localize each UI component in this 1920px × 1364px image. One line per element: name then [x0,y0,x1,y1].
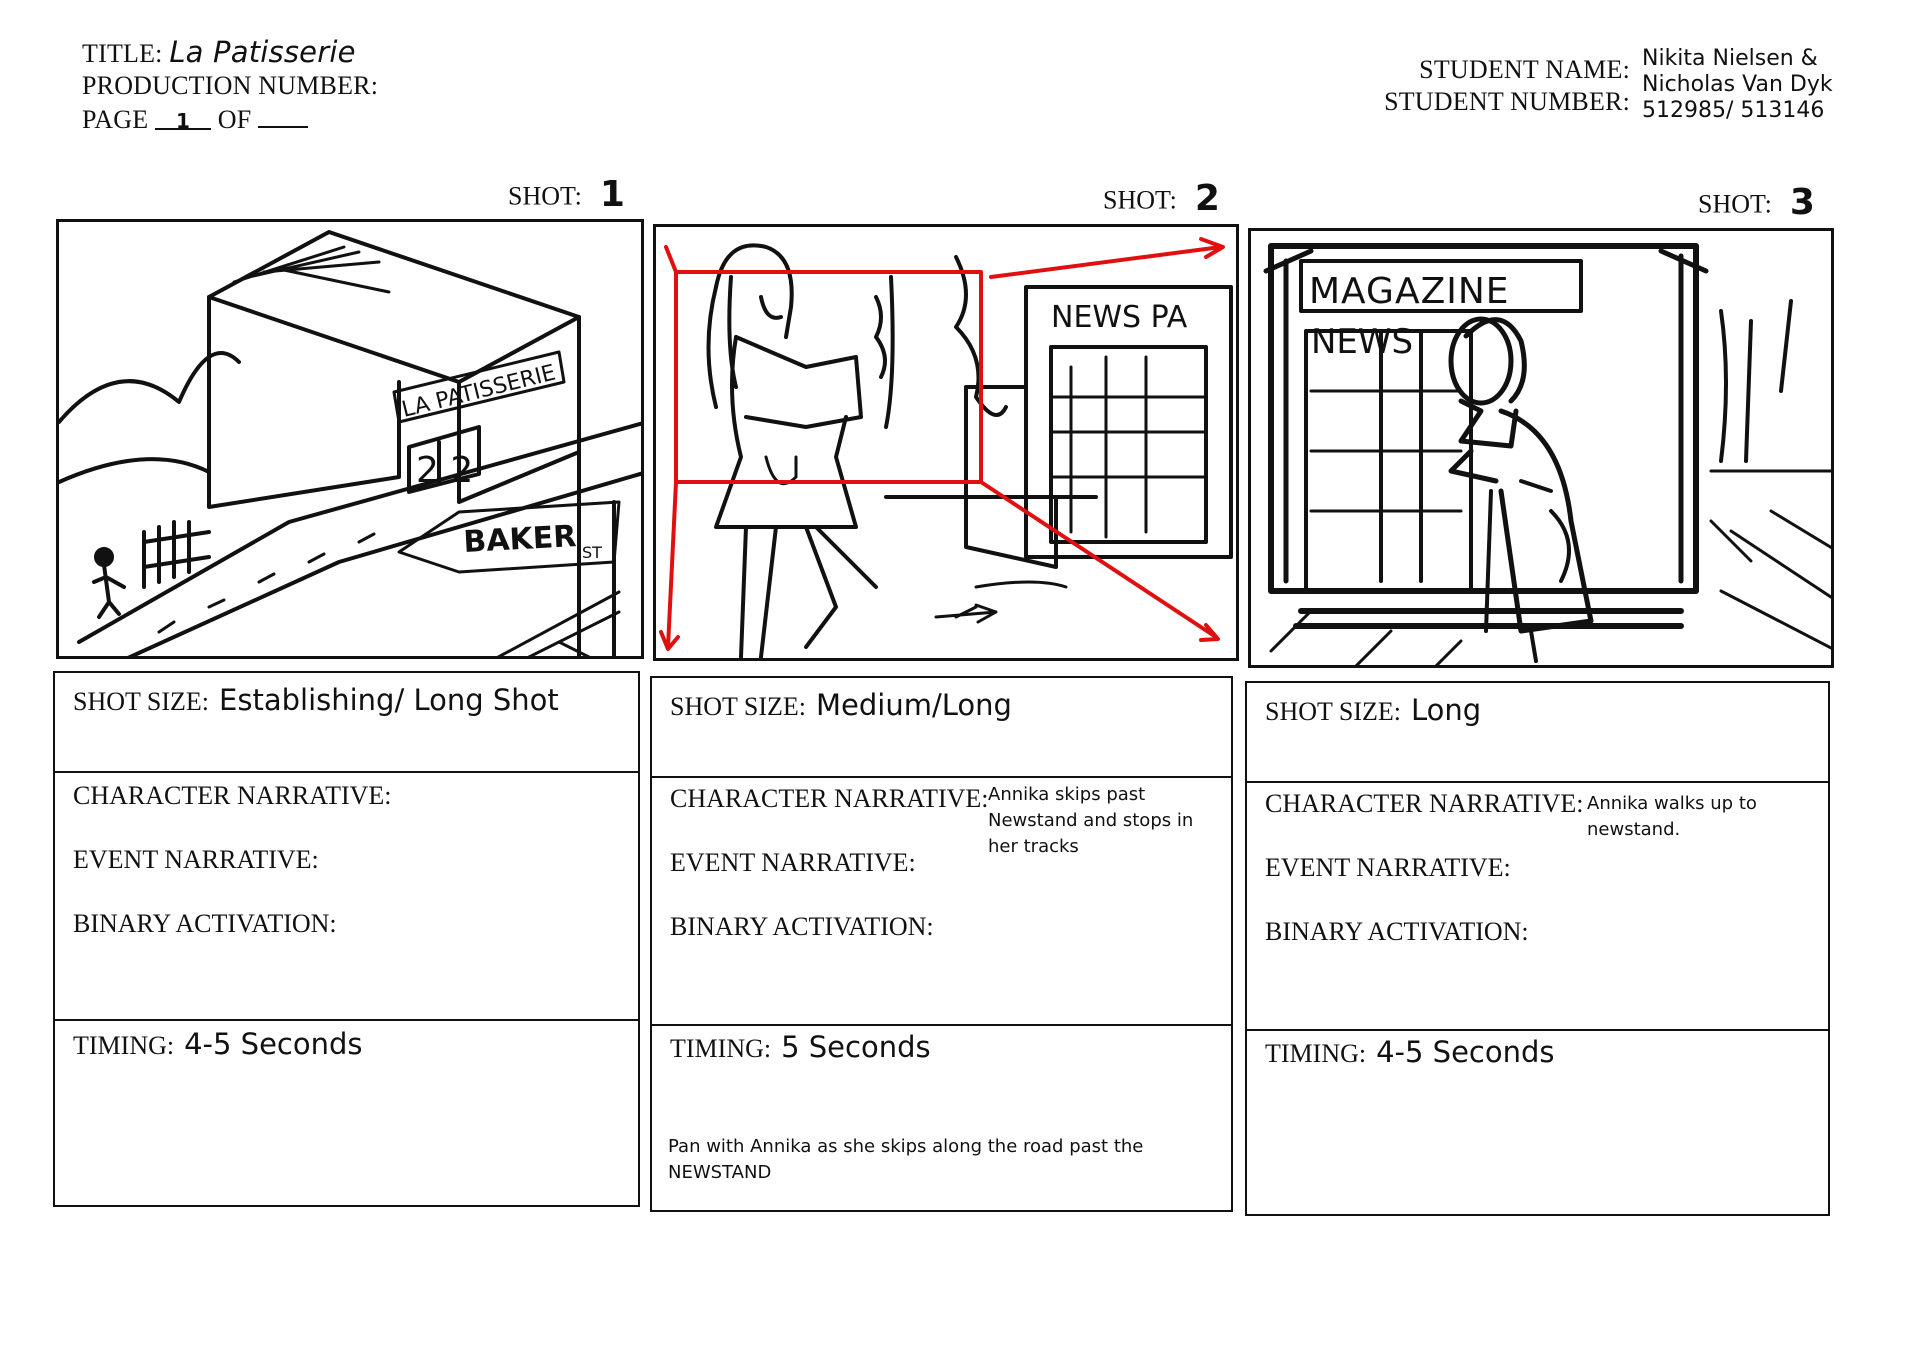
shot-size-label: SHOT SIZE: [1265,697,1402,726]
shot-2-sketch-frame: NEWS PA [653,224,1239,661]
shot-label-text: SHOT: [1698,189,1772,219]
shot-size-row: SHOT SIZE: Establishing/ Long Shot [55,673,638,771]
event-narrative-label: EVENT NARRATIVE: [73,845,319,874]
student-name-line2: Nicholas Van Dyk [1642,72,1833,97]
shot-3-info-box: SHOT SIZE: Long CHARACTER NARRATIVE: Anni… [1245,681,1830,1216]
sketch-news-sign: NEWS [1311,322,1413,362]
page-row: PAGE 1 OF [82,102,378,136]
timing-value: 5 Seconds [781,1030,931,1064]
character-narrative-value: Annika skips past Newstand and stops in … [988,784,1194,857]
of-label: OF [217,105,252,134]
binary-activation-label: BINARY ACTIVATION: [73,909,337,938]
page-number: 1 [176,109,191,133]
shot-size-label: SHOT SIZE: [73,687,210,716]
shot-3-number: 3 [1789,182,1815,223]
timing-label: TIMING: [73,1031,175,1060]
shot-2-label: SHOT: 2 [1103,178,1220,223]
shot-3-label: SHOT: 3 [1698,182,1815,227]
shot-notes: Pan with Annika as she skips along the r… [668,1136,1144,1183]
shot-size-value: Establishing/ Long Shot [219,683,559,717]
timing-label: TIMING: [1265,1039,1367,1068]
shot-2-sketch: NEWS PA [659,237,1233,658]
shot-1-info-box: SHOT SIZE: Establishing/ Long Shot CHARAC… [53,671,640,1207]
binary-activation-label: BINARY ACTIVATION: [670,912,934,941]
shot-size-value: Medium/Long [816,688,1012,722]
narrative-row: CHARACTER NARRATIVE: EVENT NARRATIVE: BI… [55,771,638,1019]
timing-value: 4-5 Seconds [184,1027,363,1061]
shot-label-text: SHOT: [508,181,582,211]
timing-row: TIMING: 5 Seconds Pan with Annika as she … [652,1024,1231,1210]
shot-1-sketch-frame: LA PATISSERIE 2 2 BAKER ST [56,219,644,659]
camera-move-annotation [659,237,1225,651]
shot-size-row: SHOT SIZE: Medium/Long [652,678,1231,776]
student-values: Nikita Nielsen & Nicholas Van Dyk 512985… [1642,46,1833,124]
timing-value: 4-5 Seconds [1376,1035,1555,1069]
title-label: TITLE: [82,39,163,68]
shot-1-sketch: LA PATISSERIE 2 2 BAKER ST [59,230,641,656]
shot-size-value: Long [1411,693,1482,727]
timing-row: TIMING: 4-5 Seconds [1247,1029,1828,1214]
header-left: TITLE: La Patisserie PRODUCTION NUMBER: … [82,36,378,136]
shot-2-info-box: SHOT SIZE: Medium/Long CHARACTER NARRATIV… [650,676,1233,1212]
sketch-newsstand-sign: NEWS PA [1051,300,1188,335]
timing-row: TIMING: 4-5 Seconds [55,1019,638,1205]
student-number-label: STUDENT NUMBER: [1384,87,1630,116]
binary-activation-label: BINARY ACTIVATION: [1265,917,1529,946]
narrative-row: CHARACTER NARRATIVE: Annika walks up to … [1247,781,1828,1029]
sketch-street-sign-st: ST [582,543,602,562]
shot-size-label: SHOT SIZE: [670,692,807,721]
student-numbers: 512985/ 513146 [1642,98,1825,123]
event-narrative-label: EVENT NARRATIVE: [1265,853,1511,882]
student-labels: STUDENT NAME: STUDENT NUMBER: [1350,54,1630,118]
character-narrative-label: CHARACTER NARRATIVE: [73,781,392,810]
page-number-field: 1 [155,104,212,133]
title-row: TITLE: La Patisserie [82,36,378,70]
student-name-line1: Nikita Nielsen & [1642,46,1818,71]
character-narrative-value: Annika walks up to newstand. [1587,793,1757,840]
shot-label-text: SHOT: [1103,185,1177,215]
production-number-label: PRODUCTION NUMBER: [82,71,379,100]
character-narrative-label: CHARACTER NARRATIVE: [670,784,989,813]
shot-1-label: SHOT: 1 [508,174,625,219]
sketch-number-text: 2 2 [416,450,473,491]
narrative-row: CHARACTER NARRATIVE: Annika skips past N… [652,776,1231,1024]
shot-2-number: 2 [1194,178,1220,219]
sketch-magazine-sign: MAGAZINE [1309,271,1510,312]
shot-size-row: SHOT SIZE: Long [1247,683,1828,781]
shot-3-sketch: MAGAZINE NEWS [1263,243,1831,665]
event-narrative-label: EVENT NARRATIVE: [670,848,916,877]
character-narrative-label: CHARACTER NARRATIVE: [1265,789,1584,818]
title-value: La Patisserie [169,35,356,69]
student-name-label: STUDENT NAME: [1419,55,1630,84]
sketch-street-sign: BAKER [463,519,578,560]
shot-3-sketch-frame: MAGAZINE NEWS [1248,228,1834,668]
page-label: PAGE [82,105,149,134]
shot-1-number: 1 [599,174,625,215]
timing-label: TIMING: [670,1034,772,1063]
page-total-field [258,102,309,128]
